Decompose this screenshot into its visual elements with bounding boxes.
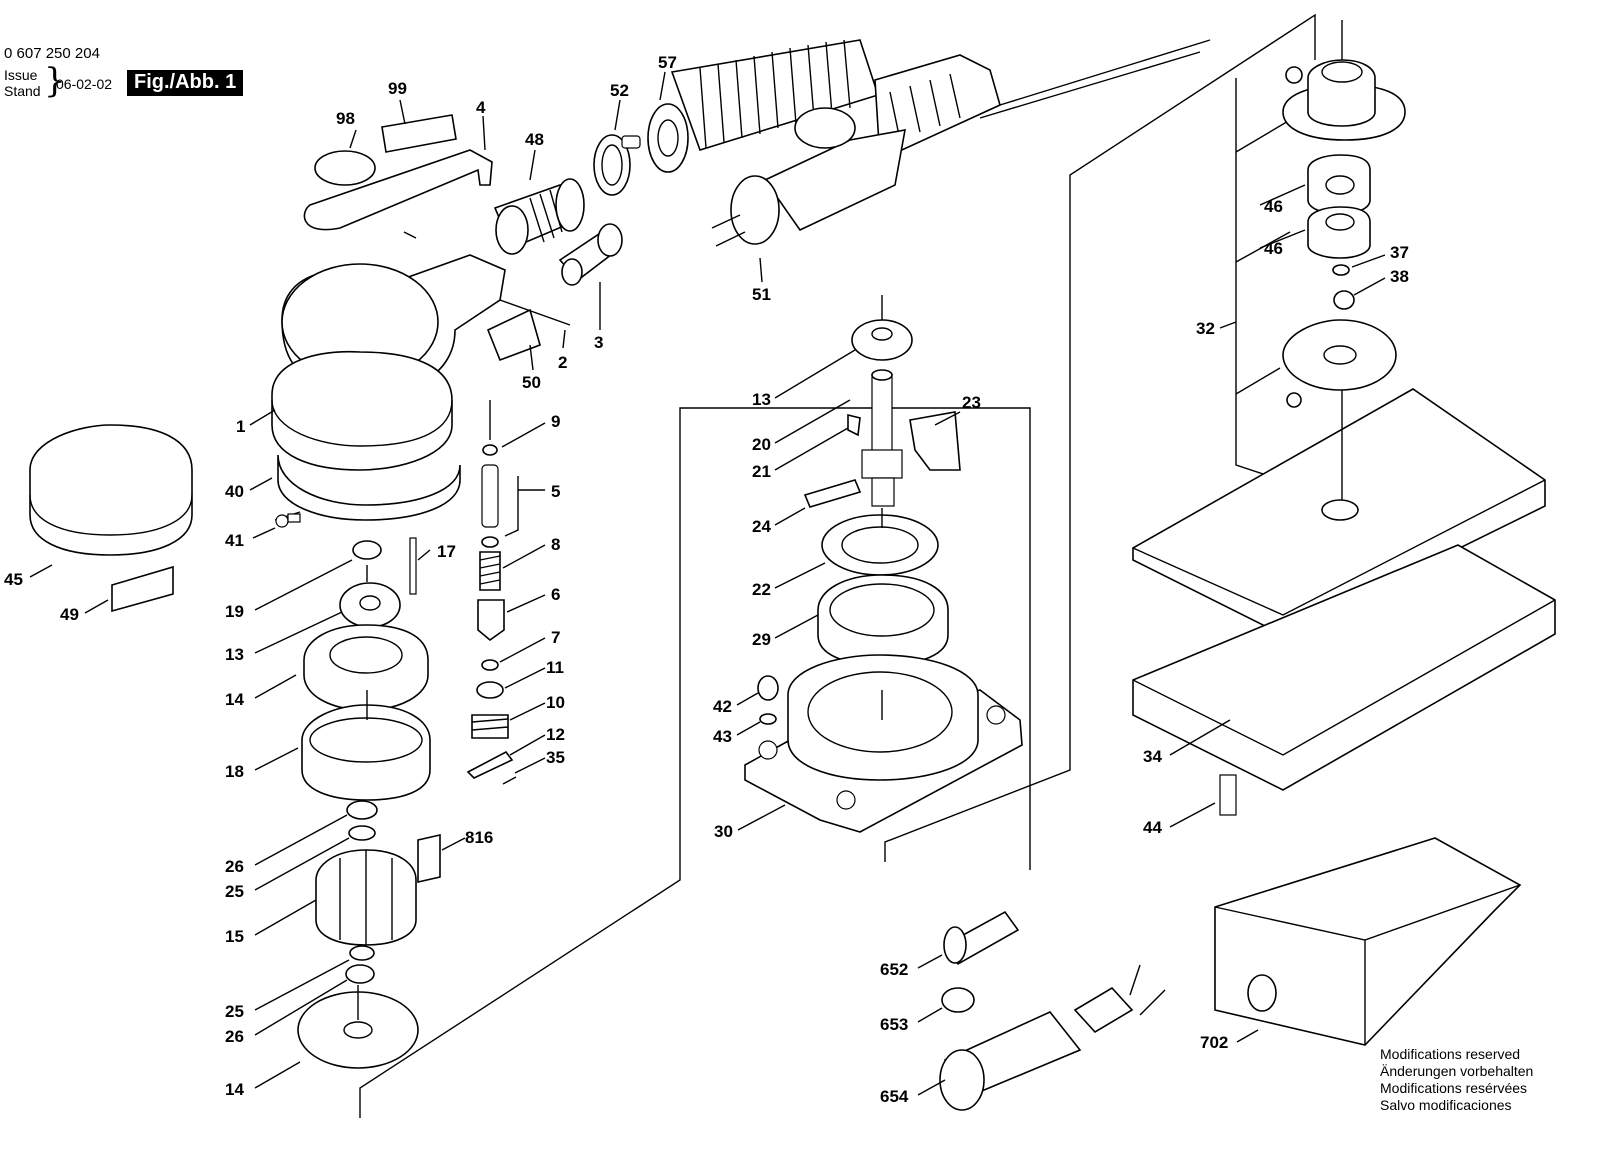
modifications-note-de: Änderungen vorbehalten [1380,1063,1534,1079]
dust-bag [1214,837,1522,1046]
callout-46-top: 46 [1264,197,1283,216]
brace-glyph: } [44,61,66,101]
callout-48: 48 [525,130,544,149]
callout-10: 10 [546,693,565,712]
callout-45: 45 [4,570,23,589]
callout-38: 38 [1390,267,1409,286]
callout-18: 18 [225,762,244,781]
callout-25-top: 25 [225,882,244,901]
callout-labels: 1 2 3 4 5 6 7 8 9 10 11 12 13 13 14 14 1… [4,53,1409,1106]
callout-19: 19 [225,602,244,621]
callout-13-left: 13 [225,645,244,664]
callout-32: 32 [1196,319,1215,338]
callout-29: 29 [752,630,771,649]
callout-24: 24 [752,517,771,536]
callout-22: 22 [752,580,771,599]
motor-housing [271,254,506,528]
callout-52: 52 [610,81,629,100]
valve-parts [466,400,517,785]
middle-assembly [744,295,1023,833]
stand-label: Stand [4,83,41,99]
left-column-parts [297,537,441,1069]
right-assembly [1132,20,1556,816]
callout-26-top: 26 [225,857,244,876]
callout-1: 1 [236,417,245,436]
callout-3: 3 [594,333,603,352]
issue-label: Issue [4,67,38,83]
callout-4: 4 [476,98,486,117]
callout-34: 34 [1143,747,1162,766]
callout-43: 43 [713,727,732,746]
callout-14-top: 14 [225,690,244,709]
callout-46-bottom: 46 [1264,239,1283,258]
callout-5: 5 [551,482,560,501]
handle-and-fittings [303,114,623,362]
callout-30: 30 [714,822,733,841]
callout-7: 7 [551,628,560,647]
callout-2: 2 [558,353,567,372]
callout-652: 652 [880,960,908,979]
bottom-fittings [939,910,1166,1111]
callout-35: 35 [546,748,565,767]
callout-654: 654 [880,1087,909,1106]
callout-50: 50 [522,373,541,392]
modifications-note: Modifications reserved Änderungen vorbeh… [1380,1046,1533,1114]
callout-6: 6 [551,585,560,604]
callout-42: 42 [713,697,732,716]
callout-15: 15 [225,927,244,946]
callout-37: 37 [1390,243,1409,262]
callout-11: 11 [546,658,564,677]
callout-49: 49 [60,605,79,624]
callout-21: 21 [752,462,771,481]
part-number: 0 607 250 204 [4,45,100,62]
callout-653: 653 [880,1015,908,1034]
callout-702: 702 [1200,1033,1228,1052]
modifications-note-fr: Modifications resérvées [1380,1080,1528,1096]
hose-assembly [593,39,1211,247]
issue-stand-label: Issue Stand [4,67,41,99]
callout-8: 8 [551,535,560,554]
leader-lines [29,71,1386,1096]
callout-40: 40 [225,482,244,501]
issue-date: 06-02-02 [56,76,113,92]
callout-98: 98 [336,109,355,128]
callout-44: 44 [1143,818,1162,837]
modifications-note-en: Modifications reserved [1380,1046,1521,1062]
callout-25-bottom: 25 [225,1002,244,1021]
callout-23: 23 [962,393,981,412]
callout-26-bottom: 26 [225,1027,244,1046]
group-boundary-lines [359,13,1316,1118]
modifications-note-es: Salvo modificaciones [1380,1097,1512,1113]
pad-cover [29,424,193,613]
callout-14-bottom: 14 [225,1080,244,1099]
figure-label: Fig./Abb. 1 [127,70,244,96]
callout-816: 816 [465,828,493,847]
callout-20: 20 [752,435,771,454]
callout-51: 51 [752,285,771,304]
callout-12: 12 [546,725,565,744]
callout-41: 41 [225,531,244,550]
callout-17: 17 [437,542,456,561]
callout-9: 9 [551,412,560,431]
callout-13-mid: 13 [752,390,771,409]
callout-99: 99 [388,79,407,98]
callout-57: 57 [658,53,677,72]
